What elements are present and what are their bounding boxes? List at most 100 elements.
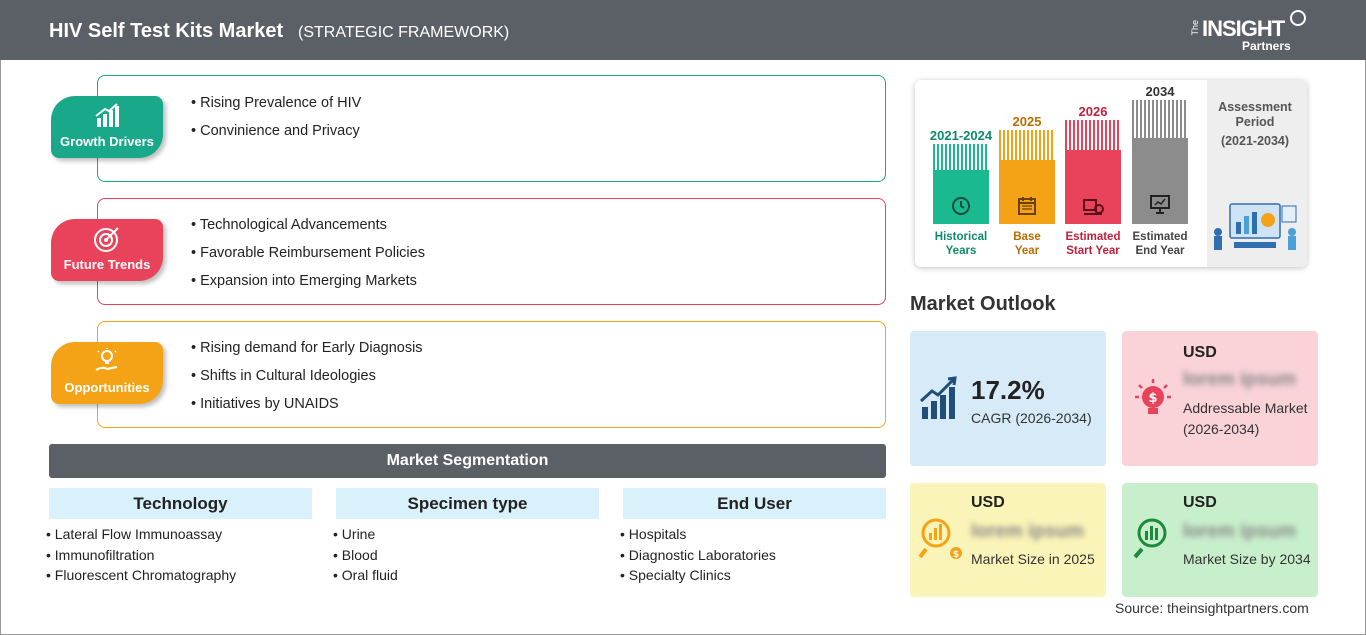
list-item: Hospitals — [620, 526, 776, 547]
period-stripes — [1065, 120, 1121, 150]
svg-text:$: $ — [1148, 391, 1157, 406]
addressable-market-card: USD $ lorem ipsum Addressable Market (20… — [1122, 331, 1318, 466]
lightbulb-hand-icon — [95, 348, 118, 371]
period-label-line2: Year — [1014, 245, 1040, 257]
period-label-line1: Historical — [934, 231, 988, 243]
assessment-range: (2021-2034) — [1220, 134, 1290, 148]
page-title: HIV Self Test Kits Market — [49, 20, 284, 42]
dollar-bulb-icon: $ — [1135, 379, 1171, 414]
page-subtitle: (STRATEGIC FRAMEWORK) — [298, 24, 510, 41]
period-year: 2034 — [1145, 84, 1175, 99]
future-trends-label: Future Trends — [63, 257, 151, 272]
assessment-label: Assessment Period — [1218, 100, 1292, 129]
list-item: Fluorescent Chromatography — [46, 567, 236, 588]
segment-heading-technology: Technology — [49, 488, 312, 519]
market-size-2034-card: USD lorem ipsum Market Size by 2034 — [1122, 483, 1318, 597]
period-label-line2: End Year — [1135, 245, 1185, 257]
bar-growth-icon — [95, 103, 119, 127]
history-icon — [952, 197, 970, 215]
period-year: 2021-2024 — [929, 128, 993, 143]
period-label-line2: Years — [945, 245, 977, 257]
list-item: Immunofiltration — [46, 547, 236, 568]
period-start: 2026 Estimated Start Year — [1065, 104, 1121, 258]
period-label-line1: Base — [1013, 231, 1041, 243]
period-end: 2034 Estimated End Year — [1132, 84, 1188, 258]
period-year: 2026 — [1078, 104, 1108, 119]
currency-label: USD — [971, 494, 1005, 511]
logo-partners: Partners — [1242, 39, 1291, 53]
list-item: Lateral Flow Immunoassay — [46, 526, 236, 547]
future-trends-list: Technological Advancements Favorable Rei… — [191, 217, 425, 301]
currency-label: USD — [1183, 344, 1217, 361]
market-size-2025-card: USD $ lorem ipsum Market Size in 2025 — [910, 483, 1106, 597]
list-item: Diagnostic Laboratories — [620, 547, 776, 568]
period-label: Estimated End Year — [1122, 230, 1198, 258]
market-size-2025-label: Market Size in 2025 — [971, 551, 1095, 567]
period-label: Historical Years — [923, 230, 999, 258]
logo-the: The — [1190, 20, 1200, 36]
list-item: Oral fluid — [333, 567, 398, 588]
period-base: 2025 Base Year — [999, 114, 1055, 258]
start-icon — [1083, 199, 1104, 215]
segment-heading-end-user: End User — [623, 488, 886, 519]
list-item: Rising Prevalence of HIV — [191, 95, 361, 123]
future-trends-box: Technological Advancements Favorable Rei… — [97, 198, 886, 305]
market-segmentation-bar: Market Segmentation — [49, 444, 886, 478]
future-trends-badge: Future Trends — [51, 219, 163, 281]
list-item: Technological Advancements — [191, 217, 425, 245]
growth-drivers-label: Growth Drivers — [60, 134, 154, 149]
cagr-label: CAGR (2026-2034) — [971, 410, 1092, 426]
list-item: Blood — [333, 547, 398, 568]
period-bar — [1132, 138, 1188, 224]
opportunities-badge: Opportunities — [51, 342, 163, 404]
magnifier-chart-icon: $ — [918, 518, 962, 560]
period-bar — [999, 160, 1055, 224]
market-outlook-title: Market Outlook — [910, 293, 1056, 315]
list-item: Specialty Clinics — [620, 567, 776, 588]
period-bar — [1065, 150, 1121, 224]
segment-heading-specimen: Specimen type — [336, 488, 599, 519]
currency-label: USD — [1183, 494, 1217, 511]
list-item: Favorable Reimbursement Policies — [191, 245, 425, 273]
list-item: Shifts in Cultural Ideologies — [191, 368, 423, 396]
period-historical: 2021-2024 Historical Years — [930, 128, 992, 258]
period-year: 2025 — [1012, 114, 1042, 129]
period-label: Base Year — [989, 230, 1065, 258]
cagr-card: 17.2% CAGR (2026-2034) — [910, 331, 1106, 466]
assessment-period: Assessment Period (2021-2034) — [1210, 100, 1300, 149]
market-size-2034-value: lorem ipsum — [1183, 521, 1296, 542]
calendar-icon — [1018, 197, 1036, 215]
opportunities-box: Rising demand for Early Diagnosis Shifts… — [97, 321, 886, 428]
growth-drivers-box: Rising Prevalence of HIV Convinience and… — [97, 75, 886, 182]
list-item: Convinience and Privacy — [191, 123, 361, 151]
svg-text:$: $ — [953, 550, 959, 560]
growth-drivers-badge: Growth Drivers — [51, 96, 163, 158]
logo-insight: INSIGHT — [1202, 16, 1285, 41]
period-stripes — [933, 144, 989, 170]
period-stripes — [1132, 100, 1188, 138]
period-label-line2: Start Year — [1066, 245, 1120, 257]
analytics-illustration-icon — [1214, 203, 1297, 250]
segment-list-specimen: Urine Blood Oral fluid — [333, 526, 398, 588]
opportunities-list: Rising demand for Early Diagnosis Shifts… — [191, 340, 423, 424]
period-label: Estimated Start Year — [1055, 230, 1131, 258]
growth-chart-icon — [919, 376, 957, 419]
cagr-value: 17.2% — [971, 375, 1045, 405]
segment-list-technology: Lateral Flow Immunoassay Immunofiltratio… — [46, 526, 236, 588]
growth-drivers-list: Rising Prevalence of HIV Convinience and… — [191, 95, 361, 151]
addressable-value: lorem ipsum — [1183, 369, 1296, 390]
target-icon — [94, 227, 119, 252]
list-item: Expansion into Emerging Markets — [191, 273, 425, 301]
list-item: Rising demand for Early Diagnosis — [191, 340, 422, 368]
market-size-2025-value: lorem ipsum — [971, 521, 1084, 542]
presentation-icon — [1150, 195, 1170, 214]
segment-list-end-user: Hospitals Diagnostic Laboratories Specia… — [620, 526, 776, 588]
market-size-2034-label: Market Size by 2034 — [1183, 551, 1311, 567]
source-citation: Source: theinsightpartners.com — [1115, 600, 1309, 616]
logo-ring-icon — [1290, 10, 1306, 26]
list-item: Initiatives by UNAIDS — [191, 396, 423, 424]
opportunities-label: Opportunities — [64, 380, 150, 395]
period-label-line1: Estimated — [1132, 231, 1188, 243]
insight-partners-logo[interactable]: The INSIGHT Partners — [1190, 10, 1310, 54]
period-stripes — [999, 130, 1055, 160]
